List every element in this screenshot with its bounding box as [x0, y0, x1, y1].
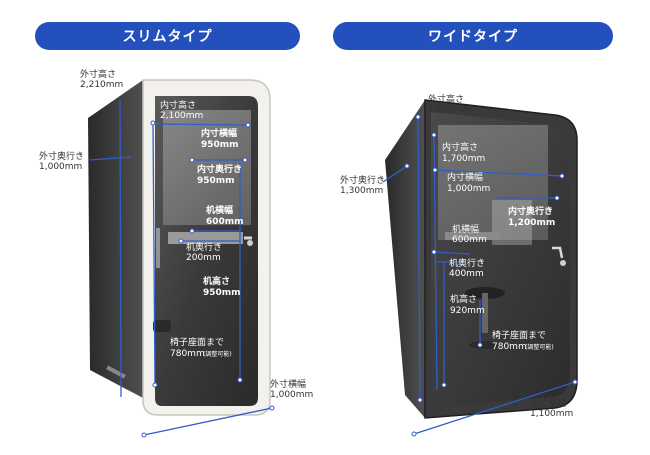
- slim-door-lock: [247, 240, 253, 246]
- slim-desk-width-label: 机横幅: [206, 204, 233, 216]
- wide-back-wall: [438, 125, 548, 240]
- slim-desk-depth-value: 200mm: [186, 253, 221, 263]
- wide-inner-height-label: 内寸高さ: [442, 141, 478, 153]
- wide-inner-depth-value: 1,200mm: [508, 218, 555, 228]
- slim-inner-width-label: 内寸横幅: [201, 127, 237, 139]
- wide-door-lock: [560, 260, 566, 266]
- slim-desk-height-value: 950mm: [203, 288, 241, 298]
- wide-door-handle: [552, 246, 564, 259]
- wide-desk-height-label: 机高さ: [450, 293, 477, 305]
- slim-inner-depth-label: 内寸奥行き: [197, 163, 242, 175]
- wide-outer-width-value: 1,100mm: [530, 409, 573, 419]
- slim-inner-height-value: 2,100mm: [160, 111, 203, 121]
- slim-inner-depth-value: 950mm: [197, 176, 235, 186]
- slim-outer-height-value: 2,210mm: [80, 80, 123, 90]
- wide-inner-depth-label: 内寸奥行き: [508, 205, 553, 217]
- wide-stool-leg: [482, 293, 488, 333]
- wide-outer-width-label: 外寸横幅: [530, 397, 566, 409]
- wide-type-header: ワイドタイプ: [333, 22, 613, 50]
- slim-desk-width-value: 600mm: [206, 217, 244, 227]
- wide-seat-height-note: (調整可能): [525, 343, 554, 351]
- slim-outer-height-label: 外寸高さ: [80, 68, 116, 80]
- wide-seat-height-value: 780mm: [492, 342, 527, 352]
- slim-seat-height-label: 椅子座面まで: [170, 336, 224, 348]
- slim-seat-height-note: (調整可能): [203, 350, 232, 358]
- slim-outer-depth-value: 1,000mm: [39, 162, 82, 172]
- slim-inner-width-value: 950mm: [201, 140, 239, 150]
- slim-desk-height-label: 机高さ: [203, 275, 230, 287]
- slim-outer-width-label: 外寸横幅: [270, 378, 306, 390]
- slim-booth: [88, 79, 271, 416]
- slim-outer-width-value: 1,000mm: [270, 390, 313, 400]
- wide-desk-depth-label: 机奥行き: [449, 257, 485, 269]
- slim-desk-depth-label: 机奥行き: [186, 241, 222, 253]
- wide-stool-base: [469, 341, 501, 349]
- wide-desk-depth-value: 400mm: [449, 269, 484, 279]
- slim-type-header: スリムタイプ: [35, 22, 300, 50]
- slim-back-wall: [163, 110, 251, 225]
- wide-inner-width-label: 内寸横幅: [447, 171, 483, 183]
- slim-inner-height-label: 内寸高さ: [160, 99, 196, 111]
- wide-outer-height-value: 1,900mm: [428, 105, 471, 115]
- wide-seat-height-label: 椅子座面まで: [492, 329, 546, 341]
- wide-dimension-lines: [382, 114, 578, 437]
- wide-booth: [385, 99, 578, 419]
- wide-desk-width-label: 机横幅: [452, 223, 479, 235]
- slim-light: [156, 228, 160, 268]
- wide-desk-height-value: 920mm: [450, 306, 485, 316]
- wide-outer-depth-value: 1,300mm: [340, 186, 383, 196]
- wide-outer-depth-label: 外寸奥行き: [340, 174, 385, 186]
- slim-stool: [153, 320, 171, 332]
- slim-outer-depth-label: 外寸奥行き: [39, 150, 84, 162]
- wide-desk: [445, 232, 500, 240]
- slim-side-panel: [88, 80, 143, 398]
- slim-dimension-lines: [89, 99, 275, 438]
- wide-outer-height-label: 外寸高さ: [428, 93, 464, 105]
- wide-side-panel: [385, 100, 425, 418]
- wide-desk-width-value: 600mm: [452, 235, 487, 245]
- slim-seat-height-value: 780mm: [170, 349, 205, 359]
- wide-inner-width-value: 1,000mm: [447, 184, 490, 194]
- wide-inner-height-value: 1,700mm: [442, 154, 485, 164]
